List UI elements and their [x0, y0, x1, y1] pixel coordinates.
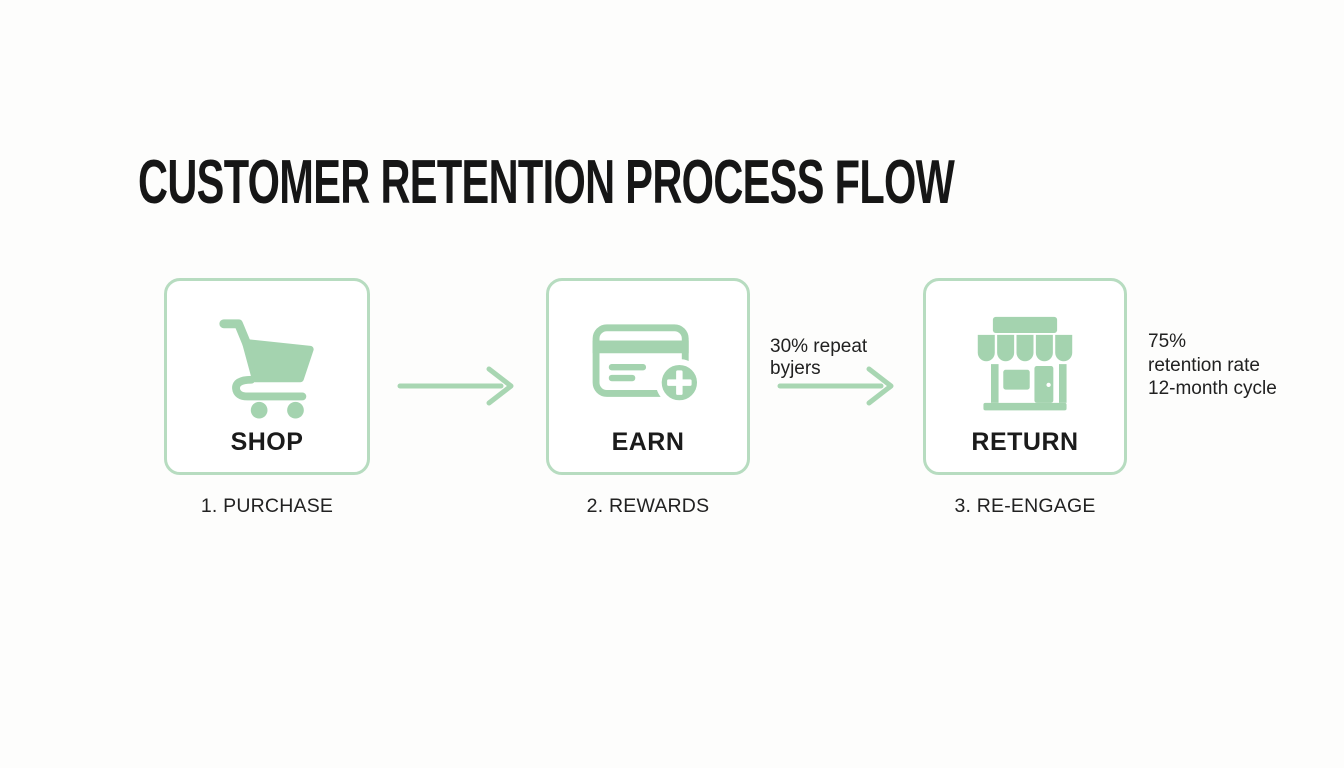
shopping-cart-icon [219, 319, 314, 419]
retention-rate-note: 75% retention rate 12-month cycle [1148, 330, 1277, 401]
shopping-cart-icon [167, 305, 367, 427]
step-box-shop: SHOP [164, 278, 370, 475]
step-box-label: SHOP [230, 428, 304, 456]
step-box-return: RETURN [923, 278, 1127, 475]
step-label: 2. REWARDS [586, 495, 710, 517]
flow-arrow-icon [777, 366, 894, 406]
note-line: 75% [1148, 331, 1187, 352]
page-title: CUSTOMER RETENTION PROCESS FLOW [138, 148, 955, 217]
note-line: retention rate [1148, 354, 1260, 376]
step-box-earn: EARN [546, 278, 750, 475]
annotation-line: byjers [770, 358, 821, 379]
credit-card-plus-icon [592, 324, 703, 407]
flow-arrow-icon [397, 366, 514, 406]
note-line: 12-month cycle [1148, 378, 1277, 399]
storefront-icon [926, 305, 1124, 427]
step-box-label: RETURN [971, 428, 1079, 456]
step-label: 1. PURCHASE [200, 495, 334, 517]
step-label: 3. RE-ENGAGE [954, 495, 1096, 517]
annotation-line: 30% repeat [770, 336, 868, 357]
credit-card-plus-icon [549, 305, 747, 427]
step-box-label: EARN [611, 428, 685, 456]
storefront-icon [977, 316, 1073, 411]
repeat-buyers-annotation: 30% repeat byjers [770, 336, 867, 380]
